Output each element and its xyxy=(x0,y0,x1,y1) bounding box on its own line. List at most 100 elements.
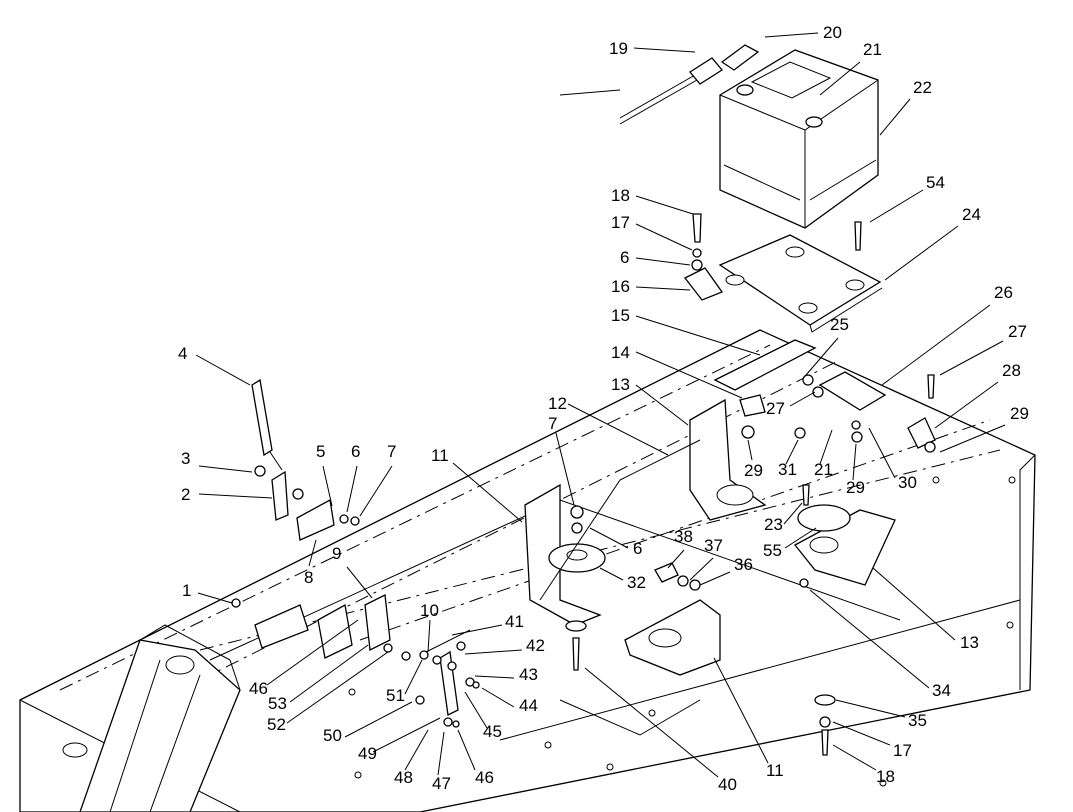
callout-34: 34 xyxy=(932,681,951,700)
leader-line-29 xyxy=(747,439,753,461)
bolt-23 xyxy=(802,484,810,506)
callout-7: 7 xyxy=(387,442,396,461)
frame-edge-right xyxy=(1019,454,1036,690)
washer-17 xyxy=(692,248,702,258)
frame-bracket-slot xyxy=(559,699,701,736)
leader-line-15 xyxy=(635,315,761,356)
leader-line-14 xyxy=(635,351,743,399)
battery-edges xyxy=(719,79,879,228)
leader-line-22 xyxy=(879,98,911,136)
leader-line-12 xyxy=(567,403,669,456)
callout-51: 51 xyxy=(386,686,405,705)
fastener xyxy=(383,643,393,653)
lever-mount-plate xyxy=(254,604,309,649)
leader-line-20 xyxy=(764,32,819,38)
frame-hole xyxy=(932,476,940,484)
callout-16: 16 xyxy=(611,277,630,296)
battery-tray-lip xyxy=(809,287,883,333)
callout-42: 42 xyxy=(526,636,545,655)
frame-hole xyxy=(354,771,362,779)
callout-44: 44 xyxy=(519,696,538,715)
leader-line-35 xyxy=(835,699,906,718)
steering-post-body xyxy=(79,639,241,812)
callout-41: 41 xyxy=(505,612,524,631)
leader-line-6 xyxy=(635,257,691,266)
battery-support-rails xyxy=(713,339,936,449)
isolator-55 xyxy=(797,504,851,532)
leader-line-27 xyxy=(939,340,1004,376)
callout-43: 43 xyxy=(519,665,538,684)
leader-line-9 xyxy=(346,566,373,599)
callout-54: 54 xyxy=(926,173,945,192)
leader-line-26 xyxy=(881,304,991,386)
frame-hole xyxy=(648,709,656,717)
bolt-18 xyxy=(821,729,829,756)
lever-bracket-8 xyxy=(296,498,335,541)
fastener xyxy=(472,681,480,689)
callout-6: 6 xyxy=(351,442,360,461)
callout-37: 37 xyxy=(704,536,723,555)
bolt-54 xyxy=(854,221,862,251)
callout-46: 46 xyxy=(475,768,494,787)
callout-10: 10 xyxy=(420,601,439,620)
callout-5: 5 xyxy=(316,442,325,461)
leader-line-34 xyxy=(809,589,930,689)
tray-hole xyxy=(798,302,818,314)
callout-2: 2 xyxy=(181,485,190,504)
callout-46: 46 xyxy=(249,679,268,698)
callout-19: 19 xyxy=(609,39,628,58)
leader-line-25 xyxy=(805,337,839,376)
frame-hole xyxy=(606,763,614,771)
leader-line-43 xyxy=(474,675,515,679)
tray-hole xyxy=(845,279,865,291)
callout-6: 6 xyxy=(633,539,642,558)
frame-hole xyxy=(1008,476,1016,484)
callout-9: 9 xyxy=(332,544,341,563)
leader-line-36 xyxy=(699,571,731,586)
leader-line-54 xyxy=(869,189,924,223)
nut-29 xyxy=(851,431,863,443)
battery-band xyxy=(723,159,877,201)
callout-22: 22 xyxy=(913,78,932,97)
callout-27: 27 xyxy=(766,399,785,418)
leader-line-17 xyxy=(635,223,693,251)
lever-washer xyxy=(254,465,266,477)
bracket-hole xyxy=(809,536,839,554)
callout-28: 28 xyxy=(1002,361,1021,380)
leader-line-28 xyxy=(934,381,999,429)
bolt-18 xyxy=(692,213,702,243)
lever-shaft xyxy=(269,451,283,471)
leader-line-30 xyxy=(868,427,896,479)
lever-knob xyxy=(251,378,273,457)
leader-line-31 xyxy=(785,439,799,465)
callout-32: 32 xyxy=(627,573,646,592)
callout-35: 35 xyxy=(908,711,927,730)
nut-7 xyxy=(570,505,584,519)
nut xyxy=(350,516,360,526)
callout-13: 13 xyxy=(611,375,630,394)
nut-29 xyxy=(741,425,755,439)
fastener xyxy=(447,661,457,671)
leader-line-47 xyxy=(437,731,445,776)
leader-line-27 xyxy=(789,391,816,407)
callout-49: 49 xyxy=(358,744,377,763)
callout-36: 36 xyxy=(734,555,753,574)
leader-line-44 xyxy=(481,687,515,708)
battery-cable-edge xyxy=(619,79,698,125)
link-arm xyxy=(439,650,459,716)
callout-29: 29 xyxy=(744,461,763,480)
leader-line-8 xyxy=(308,539,317,567)
bolt-1 xyxy=(231,598,241,608)
leader-line-42 xyxy=(464,649,523,655)
leader-line-19 xyxy=(633,47,696,53)
callout-25: 25 xyxy=(830,315,849,334)
leader-line-51 xyxy=(404,659,423,695)
leader-line-18 xyxy=(832,744,877,771)
callout-48: 48 xyxy=(394,768,413,787)
tray-hole xyxy=(725,274,745,286)
fasteners xyxy=(383,213,936,756)
washer xyxy=(851,420,861,430)
leader-line-21 xyxy=(819,429,833,465)
leader-line-50 xyxy=(344,701,413,738)
